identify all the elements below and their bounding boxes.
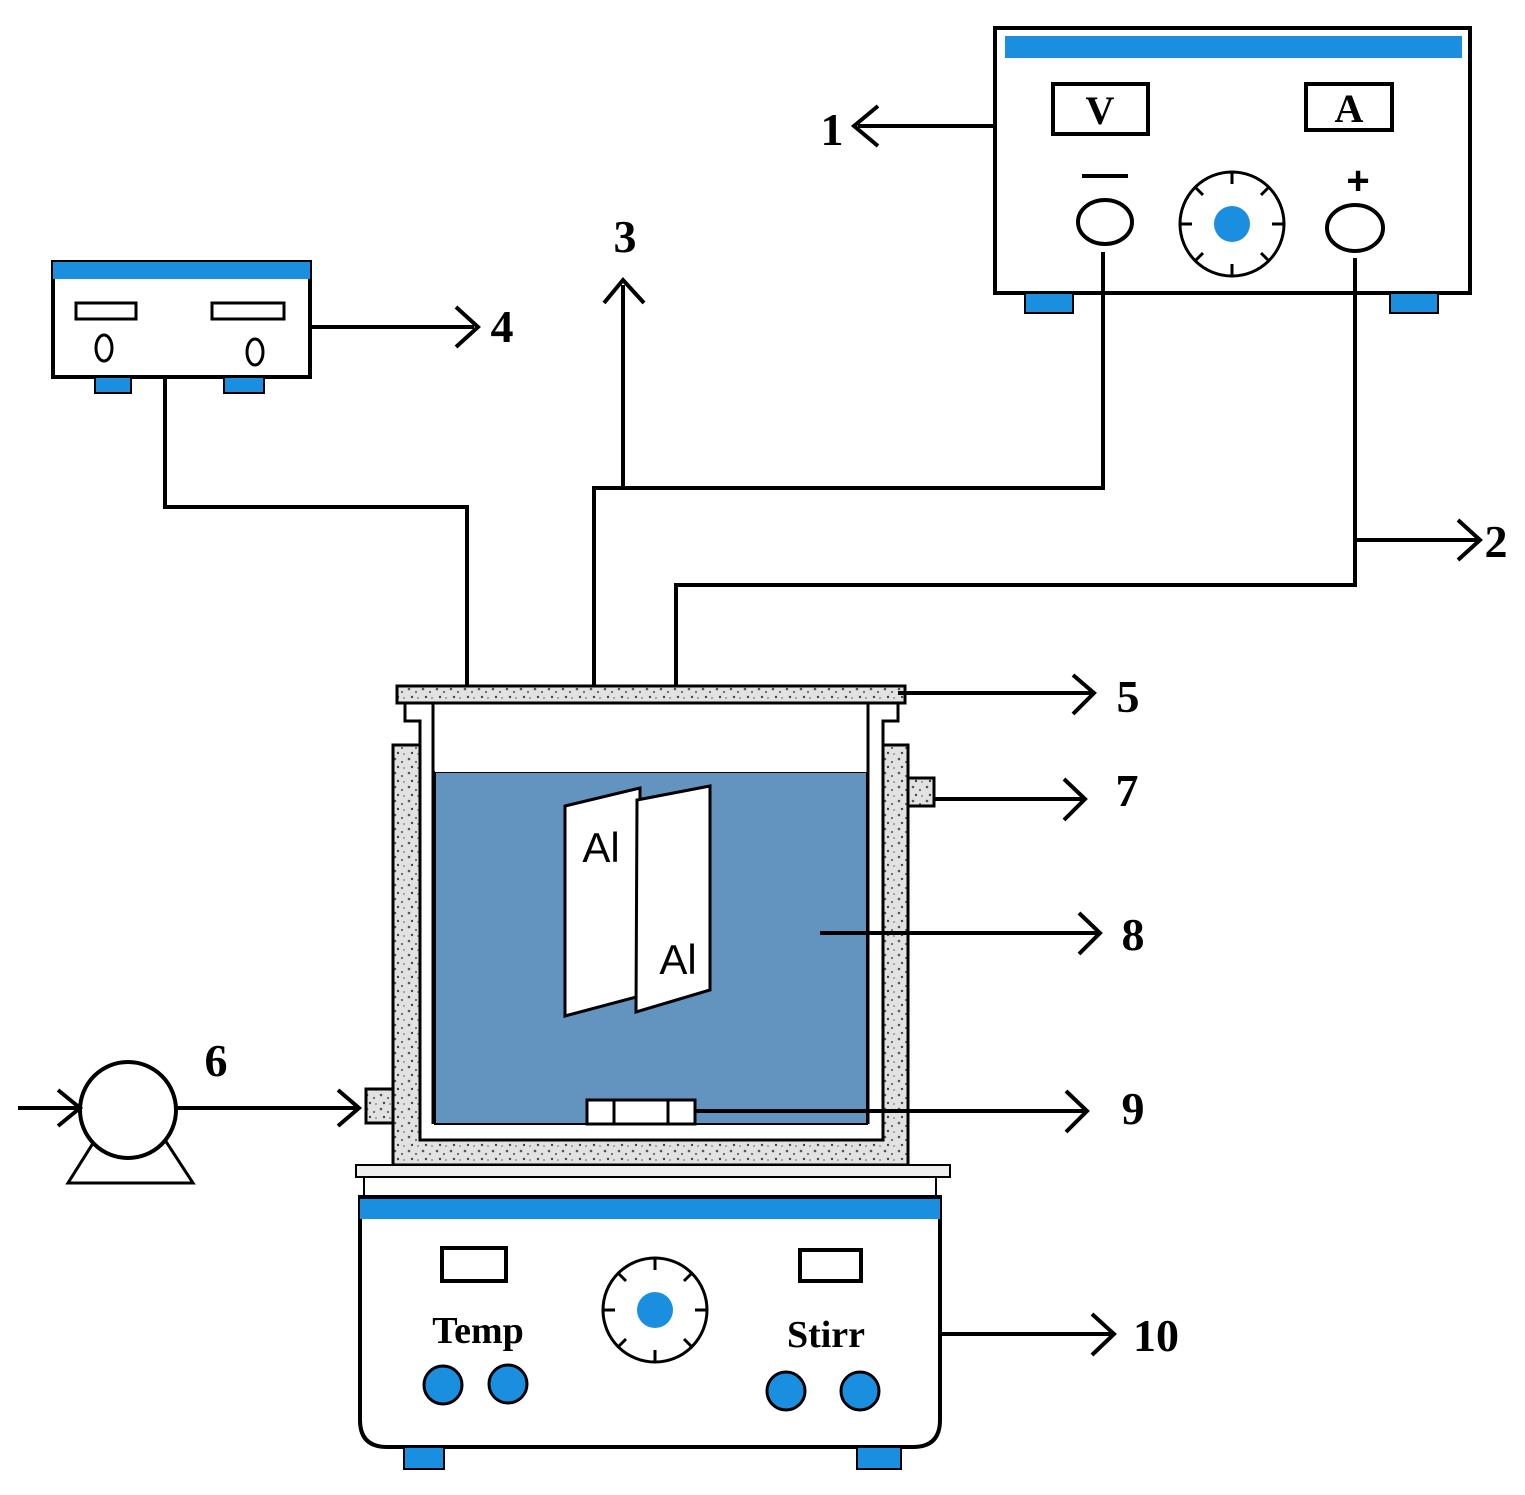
callout-label-1: 1 bbox=[821, 104, 844, 155]
voltmeter-label: V bbox=[1086, 88, 1115, 133]
callout-label-8: 8 bbox=[1122, 909, 1145, 960]
callout-label-4: 4 bbox=[491, 301, 514, 352]
multimeter-foot-right bbox=[223, 376, 265, 394]
multimeter-display-right bbox=[210, 301, 286, 321]
positive-sign: + bbox=[1346, 159, 1369, 203]
hot-plate-top-plate bbox=[355, 1164, 951, 1178]
power-knob bbox=[1178, 170, 1286, 278]
cathode-label: Al bbox=[582, 824, 619, 871]
power-supply-foot-left bbox=[1024, 292, 1074, 314]
magnetic-stir-bar bbox=[585, 1098, 697, 1126]
dc-power-supply: V A + bbox=[993, 26, 1472, 314]
jacket-inlet-port bbox=[364, 1087, 395, 1125]
vessel-headspace bbox=[435, 703, 867, 772]
hot-plate-foot-left bbox=[403, 1446, 445, 1470]
hot-plate-stirrer: Temp Stirr bbox=[355, 1164, 951, 1470]
callout-label-2: 2 bbox=[1485, 516, 1508, 567]
callout-label-10: 10 bbox=[1133, 1310, 1179, 1361]
stirr-knob-left bbox=[765, 1370, 807, 1412]
power-supply-foot-right bbox=[1389, 292, 1439, 314]
stirr-display bbox=[798, 1248, 863, 1283]
multimeter-foot-left bbox=[94, 376, 132, 394]
callout-arrow-2 bbox=[1355, 518, 1483, 562]
negative-terminal bbox=[1076, 198, 1134, 246]
anode-plate bbox=[634, 784, 712, 1015]
temp-display bbox=[440, 1246, 508, 1283]
callout-arrow-7 bbox=[934, 777, 1088, 822]
callout-arrow-10 bbox=[940, 1312, 1117, 1357]
callout-label-5: 5 bbox=[1117, 671, 1140, 722]
hot-plate-heating-surface bbox=[363, 1176, 937, 1198]
temp-knob-left bbox=[422, 1364, 464, 1406]
temp-label: Temp bbox=[432, 1310, 524, 1352]
pump-head bbox=[78, 1060, 178, 1160]
voltmeter-display bbox=[1051, 82, 1150, 136]
multimeter-knob-left bbox=[94, 333, 114, 363]
callout-label-3: 3 bbox=[614, 211, 637, 262]
hot-plate-top-strip bbox=[360, 1199, 940, 1219]
temp-knob-right bbox=[487, 1363, 529, 1405]
stirr-knob-right bbox=[839, 1370, 881, 1412]
callout-arrow-4 bbox=[312, 305, 481, 349]
anode-label: Al bbox=[659, 936, 696, 983]
hot-plate-foot-right bbox=[856, 1446, 902, 1470]
jacket-outlet-port bbox=[906, 776, 936, 808]
reactor-lid bbox=[395, 684, 907, 705]
multimeter bbox=[51, 260, 312, 394]
multimeter-knob-right bbox=[245, 337, 265, 367]
hot-plate-dial bbox=[601, 1256, 709, 1364]
cathode-plate bbox=[563, 786, 642, 1018]
callout-label-9: 9 bbox=[1122, 1083, 1145, 1134]
pump bbox=[65, 1060, 196, 1185]
cathode-wire bbox=[592, 252, 1105, 800]
callout-arrow-3 bbox=[602, 276, 646, 488]
reactor: Al Al bbox=[364, 684, 936, 1167]
pump-inlet-arrow bbox=[18, 1088, 84, 1128]
multimeter-top-strip bbox=[53, 262, 310, 279]
callout-arrow-8 bbox=[820, 911, 1103, 956]
ammeter-display bbox=[1304, 82, 1394, 132]
positive-terminal bbox=[1325, 203, 1385, 253]
callout-label-7: 7 bbox=[1116, 765, 1139, 816]
power-supply-top-strip bbox=[1005, 36, 1462, 58]
multimeter-display-left bbox=[74, 301, 138, 321]
ammeter-label: A bbox=[1335, 86, 1364, 131]
callout-arrow-5 bbox=[898, 673, 1097, 716]
stirr-label: Stirr bbox=[787, 1314, 865, 1356]
callout-arrow-1 bbox=[850, 104, 995, 148]
callout-label-6: 6 bbox=[205, 1035, 228, 1086]
callout-arrow-9 bbox=[695, 1089, 1090, 1134]
pump-outlet-arrow bbox=[176, 1088, 363, 1128]
